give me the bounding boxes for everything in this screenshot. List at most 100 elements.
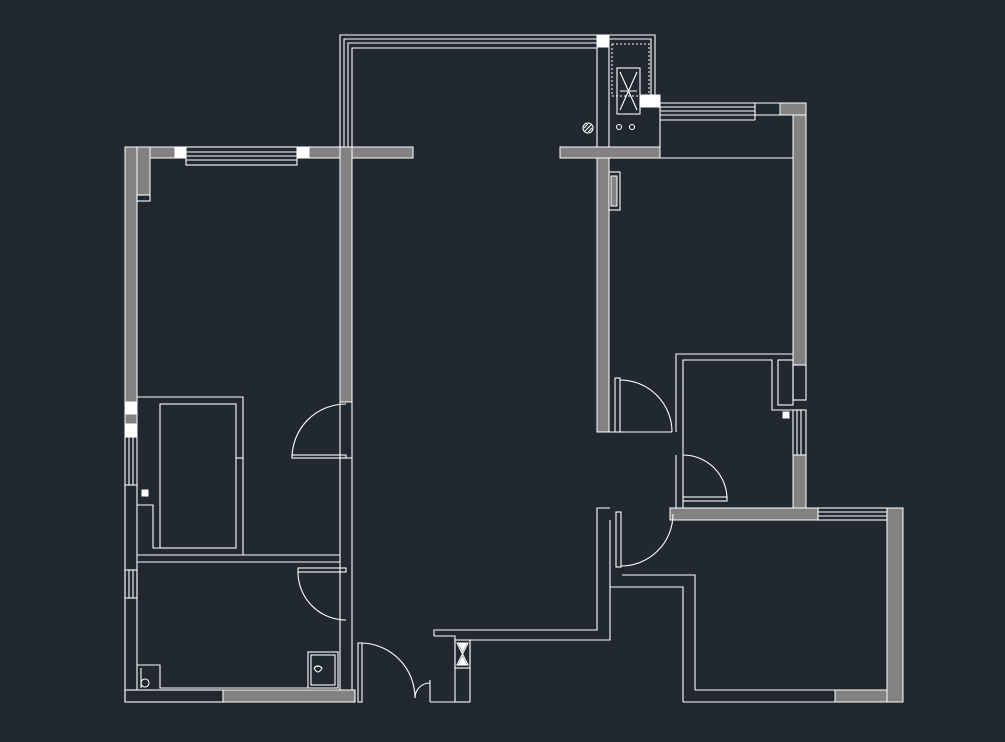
kitchen-outline [609, 34, 656, 95]
window-frame [792, 409, 807, 456]
door-arc [291, 403, 347, 459]
fixture-outer [307, 651, 339, 689]
west-window-bedroom-2 [124, 436, 138, 486]
railing-post [596, 34, 610, 48]
drain-hatch [587, 127, 593, 133]
window-frame [124, 436, 138, 486]
door-leaf [614, 377, 621, 433]
wall-line [433, 507, 610, 636]
west-wall-lower [124, 401, 356, 703]
floor-drain-icon [137, 664, 310, 689]
shaft-fill [458, 655, 467, 665]
door-swing-icon[interactable] [615, 511, 674, 568]
socket-icon [141, 489, 149, 497]
railing-line [347, 42, 597, 147]
counter-dotted [611, 43, 650, 97]
window-frame [124, 569, 138, 599]
wall-end [340, 689, 356, 702]
wall-marker-bottom [124, 423, 138, 438]
north-stub-wall [351, 146, 414, 159]
east-wall-bedroom-4 [886, 507, 904, 703]
east-wall-bathroom [792, 454, 807, 509]
closet-inner [159, 403, 237, 549]
south-wall-bedroom-4 [834, 689, 888, 703]
wall-line [470, 520, 611, 641]
railing-line [339, 34, 597, 147]
north-wall-segment-right [308, 146, 341, 159]
door-swing-icon[interactable] [614, 377, 673, 433]
west-wall-bedroom-3 [596, 157, 610, 433]
north-window-bedroom-4 [817, 507, 888, 521]
bedroom-3 [596, 114, 807, 433]
kitchen-outline-inner [609, 38, 652, 95]
west-wall-inner [622, 574, 696, 690]
bathroom-inner-line [682, 359, 793, 455]
shaft-cross [456, 642, 469, 666]
north-window-bedroom-1 [185, 146, 298, 166]
bedroom-4 [610, 507, 904, 703]
door-swing-icon[interactable] [357, 642, 431, 703]
shaft-fill [458, 643, 467, 653]
door-leaf [297, 567, 347, 573]
drain-hatch [583, 123, 589, 129]
wall-line [430, 635, 456, 703]
basin-outline [137, 664, 310, 689]
window-jamb-right [296, 146, 310, 159]
shower-niche [777, 359, 794, 406]
railing-line [343, 38, 597, 147]
wall-marker-mid [124, 413, 138, 425]
stove-frame [616, 67, 641, 115]
fixture-inner [310, 654, 336, 686]
wardrobe-inner [610, 175, 618, 207]
elevator-icon [454, 639, 471, 669]
entrance-door-leaf [357, 642, 363, 703]
window-jamb-left [174, 146, 187, 159]
toilet-icon [307, 651, 339, 689]
door-swing-icon[interactable] [297, 567, 347, 621]
railing-line [351, 47, 597, 147]
door-swing-icon[interactable] [682, 454, 728, 502]
door-arc [297, 571, 347, 621]
east-window-bathroom [792, 409, 807, 456]
bathroom-outer-line [675, 353, 793, 432]
door-leaf [682, 496, 728, 502]
south-wall-gray [222, 689, 356, 703]
east-wall-bedroom-1 [339, 146, 353, 403]
wall-opening [792, 364, 807, 401]
east-wall-top [779, 102, 807, 116]
balcony-railing [339, 34, 610, 147]
kitchen-nook [559, 34, 661, 159]
wall-cap [136, 194, 151, 202]
west-wall-pier [136, 146, 151, 196]
drain-hatch [584, 124, 592, 132]
closet-side-cabinet [137, 504, 160, 549]
burner-circle [628, 123, 636, 131]
wardrobe-icon [608, 171, 621, 211]
stove-icon [616, 67, 641, 115]
corridor-east-wall [430, 507, 611, 703]
entrance-side-arc [414, 682, 431, 699]
door-arc [682, 454, 728, 500]
wall-marker-top [124, 401, 138, 415]
door-leaf [615, 511, 622, 568]
door-swing-icon[interactable] [291, 403, 347, 459]
north-wall-bedroom-4 [669, 507, 819, 521]
west-wall-outer [610, 586, 684, 702]
bedroom-2 [137, 396, 340, 563]
west-wall-bedroom-1 [124, 146, 138, 403]
drain-circle [140, 678, 150, 688]
drain-circle [582, 122, 594, 134]
south-wall-left [124, 689, 224, 703]
shaft-frame [454, 639, 471, 669]
door-arc [620, 513, 674, 567]
bedroom-1 [124, 146, 414, 403]
north-wall-segment-left [149, 146, 176, 159]
corridor-west-wall [339, 402, 356, 702]
floor-drain-icon [582, 122, 594, 134]
kitchen-south-wall [559, 146, 661, 159]
entrance-door-arc [361, 642, 416, 699]
east-balcony-railing [609, 102, 807, 159]
kitchen-post [639, 94, 661, 108]
door-arc [619, 379, 673, 433]
